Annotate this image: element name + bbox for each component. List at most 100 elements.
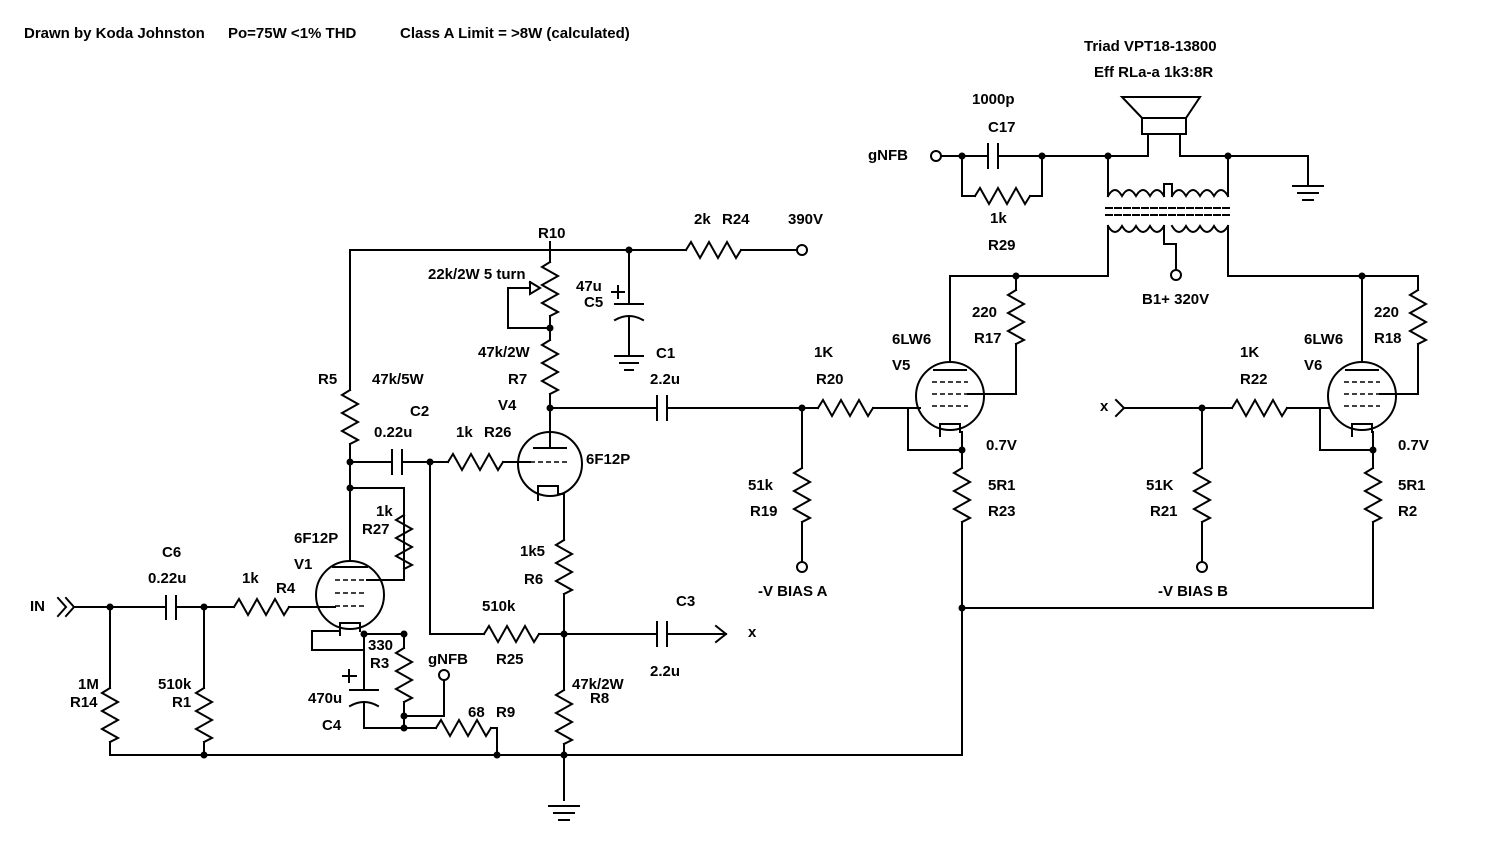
author-label: Drawn by Koda Johnston (24, 25, 205, 42)
input-net-label: IN (30, 598, 45, 615)
resistor-r20: 1K R20 (814, 344, 921, 419)
c3-ref: C3 (676, 593, 695, 610)
speaker-icon (1107, 96, 1309, 157)
bias-b-terminal[interactable]: -V BIAS B (1158, 561, 1228, 600)
b-plus-terminal[interactable]: B1+ 320V (1142, 269, 1209, 308)
tube-v5: 6LW6 V5 (892, 331, 985, 437)
c17-ref: C17 (988, 119, 1016, 136)
r21-ref: R21 (1150, 503, 1178, 520)
capacitor-c3: C3 2.2u (563, 593, 728, 680)
r9-value: 68 (468, 704, 485, 721)
r5-ref: R5 (318, 371, 337, 388)
r14-value: 1M (78, 676, 99, 693)
nfb-bottom-label: gNFB (428, 651, 468, 668)
c1-value: 2.2u (650, 371, 680, 388)
v6-type: 6LW6 (1304, 331, 1343, 348)
r22-value: 1K (1240, 344, 1259, 361)
r17-ref: R17 (974, 330, 1002, 347)
c5-ref: C5 (584, 294, 603, 311)
resistor-r29: 1k R29 (961, 155, 1043, 254)
r8-ref: R8 (590, 690, 609, 707)
c4-ref: C4 (322, 717, 342, 734)
bias-a-terminal[interactable]: -V BIAS A (758, 561, 828, 600)
resistor-r6: 1k5 R6 (520, 538, 575, 691)
r27-ref: R27 (362, 521, 390, 538)
capacitor-c17: 1000p C17 (972, 91, 1109, 169)
capacitor-c4: 470u C4 (308, 649, 405, 734)
v5-cathode-voltage: 0.7V (986, 437, 1017, 454)
r2-ref: R2 (1398, 503, 1417, 520)
cathode-rail (958, 604, 1374, 612)
cross-out-label: x (748, 624, 757, 641)
resistor-r2: 5R1 R2 (1362, 466, 1426, 609)
transformer-model: Triad VPT18-13800 (1084, 38, 1217, 55)
input-connector[interactable]: IN (30, 596, 76, 618)
resistor-r5: R5 47k/5W (318, 371, 425, 489)
r6-ref: R6 (524, 571, 543, 588)
resistor-r25: 510k R25 (429, 461, 565, 668)
c2-value: 0.22u (374, 424, 412, 441)
v5-ref: V5 (892, 357, 910, 374)
resistor-r7: 47k/2W R7 (478, 338, 561, 436)
r24-ref: R24 (722, 211, 750, 228)
r17-value: 220 (972, 304, 997, 321)
v6-cathode-voltage: 0.7V (1398, 437, 1429, 454)
c5-value: 47u (576, 278, 602, 295)
resistor-r21: 51K R21 (1146, 407, 1213, 563)
resistor-r19: 51k R19 (748, 407, 813, 563)
r23-value: 5R1 (988, 477, 1016, 494)
resistor-r9: 68 R9 (403, 704, 515, 756)
r7-value: 47k/2W (478, 344, 531, 361)
transformer-ratio: Eff RLa-a 1k3:8R (1094, 64, 1213, 81)
v4-ref: V4 (498, 397, 517, 414)
tube-v1: 6F12P V1 (294, 530, 385, 636)
r18-value: 220 (1374, 304, 1399, 321)
v4-type: 6F12P (586, 451, 630, 468)
r9-ref: R9 (496, 704, 515, 721)
c1-ref: C1 (656, 345, 675, 362)
ground-symbol-output (1292, 155, 1324, 201)
r7-ref: R7 (508, 371, 527, 388)
nfb-input-terminal[interactable]: gNFB (403, 651, 468, 717)
r2-value: 5R1 (1398, 477, 1426, 494)
c6-value: 0.22u (148, 570, 186, 587)
c2-ref: C2 (410, 403, 429, 420)
supply-terminal[interactable]: 390V (788, 211, 823, 256)
power-spec: Po=75W <1% THD (228, 25, 357, 42)
resistor-r23: 5R1 R23 (951, 466, 1016, 609)
v6-ref: V6 (1304, 357, 1322, 374)
r1-ref: R1 (172, 694, 191, 711)
resistor-r17: 220 R17 (967, 288, 1027, 395)
c3-value: 2.2u (650, 663, 680, 680)
c17-value: 1000p (972, 91, 1015, 108)
resistor-r22: 1K R22 (1230, 344, 1331, 419)
r29-ref: R29 (988, 237, 1016, 254)
bias-a-label: -V BIAS A (758, 583, 828, 600)
capacitor-c2: C2 0.22u (349, 403, 449, 475)
c6-ref: C6 (162, 544, 181, 561)
nfb-output-terminal[interactable]: gNFB (868, 147, 942, 164)
resistor-r3: 330 R3 (368, 633, 415, 729)
resistor-r8: 47k/2W R8 (553, 676, 625, 756)
cross-in-connector[interactable]: x (1100, 398, 1126, 418)
r26-ref: R26 (484, 424, 512, 441)
r26-value: 1k (456, 424, 473, 441)
r18-ref: R18 (1374, 330, 1402, 347)
potentiometer-r10: R10 22k/2W 5 turn (428, 225, 566, 341)
r25-value: 510k (482, 598, 516, 615)
resistor-r27: 1k R27 (362, 503, 415, 571)
r1-value: 510k (158, 676, 192, 693)
r4-value: 1k (242, 570, 259, 587)
r14-ref: R14 (70, 694, 98, 711)
r20-ref: R20 (816, 371, 844, 388)
r3-value: 330 (368, 637, 393, 654)
r3-ref: R3 (370, 655, 389, 672)
v5-type: 6LW6 (892, 331, 931, 348)
v1-ref: V1 (294, 556, 312, 573)
r25-ref: R25 (496, 651, 524, 668)
tube-v4: V4 6F12P (498, 397, 630, 501)
resistor-r24: 2k R24 (684, 211, 798, 261)
r20-value: 1K (814, 344, 833, 361)
r19-ref: R19 (750, 503, 778, 520)
